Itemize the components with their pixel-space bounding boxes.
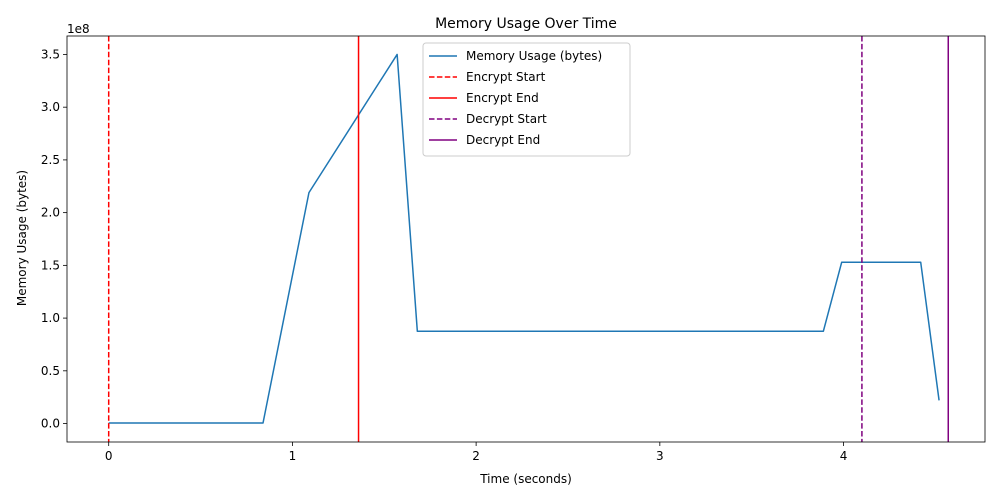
- axes: 0 1 2 3 4 0.0 0.5 1.0 1.5 2.0 2.5 3.0 3.5: [41, 35, 986, 463]
- y-tick-label: 0.0: [41, 417, 60, 431]
- legend-label: Memory Usage (bytes): [466, 49, 602, 63]
- x-tick-label: 2: [472, 449, 480, 463]
- y-axis-label: Memory Usage (bytes): [15, 170, 29, 306]
- y-tick-label: 1.5: [41, 258, 60, 272]
- legend-label: Decrypt Start: [466, 112, 547, 126]
- x-tick-label: 4: [840, 449, 848, 463]
- y-tick-label: 1.0: [41, 311, 60, 325]
- x-tick-label: 0: [105, 449, 113, 463]
- y-tick-label: 3.5: [41, 47, 60, 61]
- x-axis-label: Time (seconds): [479, 472, 572, 486]
- y-tick-label: 2.5: [41, 153, 60, 167]
- y-tick-label: 2.0: [41, 206, 60, 220]
- x-tick-label: 1: [289, 449, 297, 463]
- y-tick-label: 3.0: [41, 100, 60, 114]
- series-line-0: [108, 53, 940, 424]
- legend: Memory Usage (bytes) Encrypt StartEncrypt…: [422, 42, 631, 157]
- legend-label: Encrypt End: [466, 91, 539, 105]
- legend-label: Decrypt End: [466, 133, 540, 147]
- y-tick-label: 0.5: [41, 364, 60, 378]
- y-scale-label: 1e8: [67, 22, 90, 36]
- legend-label: Encrypt Start: [466, 70, 546, 84]
- legend-box: [422, 42, 631, 157]
- x-tick-label: 3: [656, 449, 664, 463]
- axes-frame: [66, 35, 986, 443]
- chart-title: Memory Usage Over Time: [435, 16, 617, 32]
- plot-area: [107, 36, 950, 442]
